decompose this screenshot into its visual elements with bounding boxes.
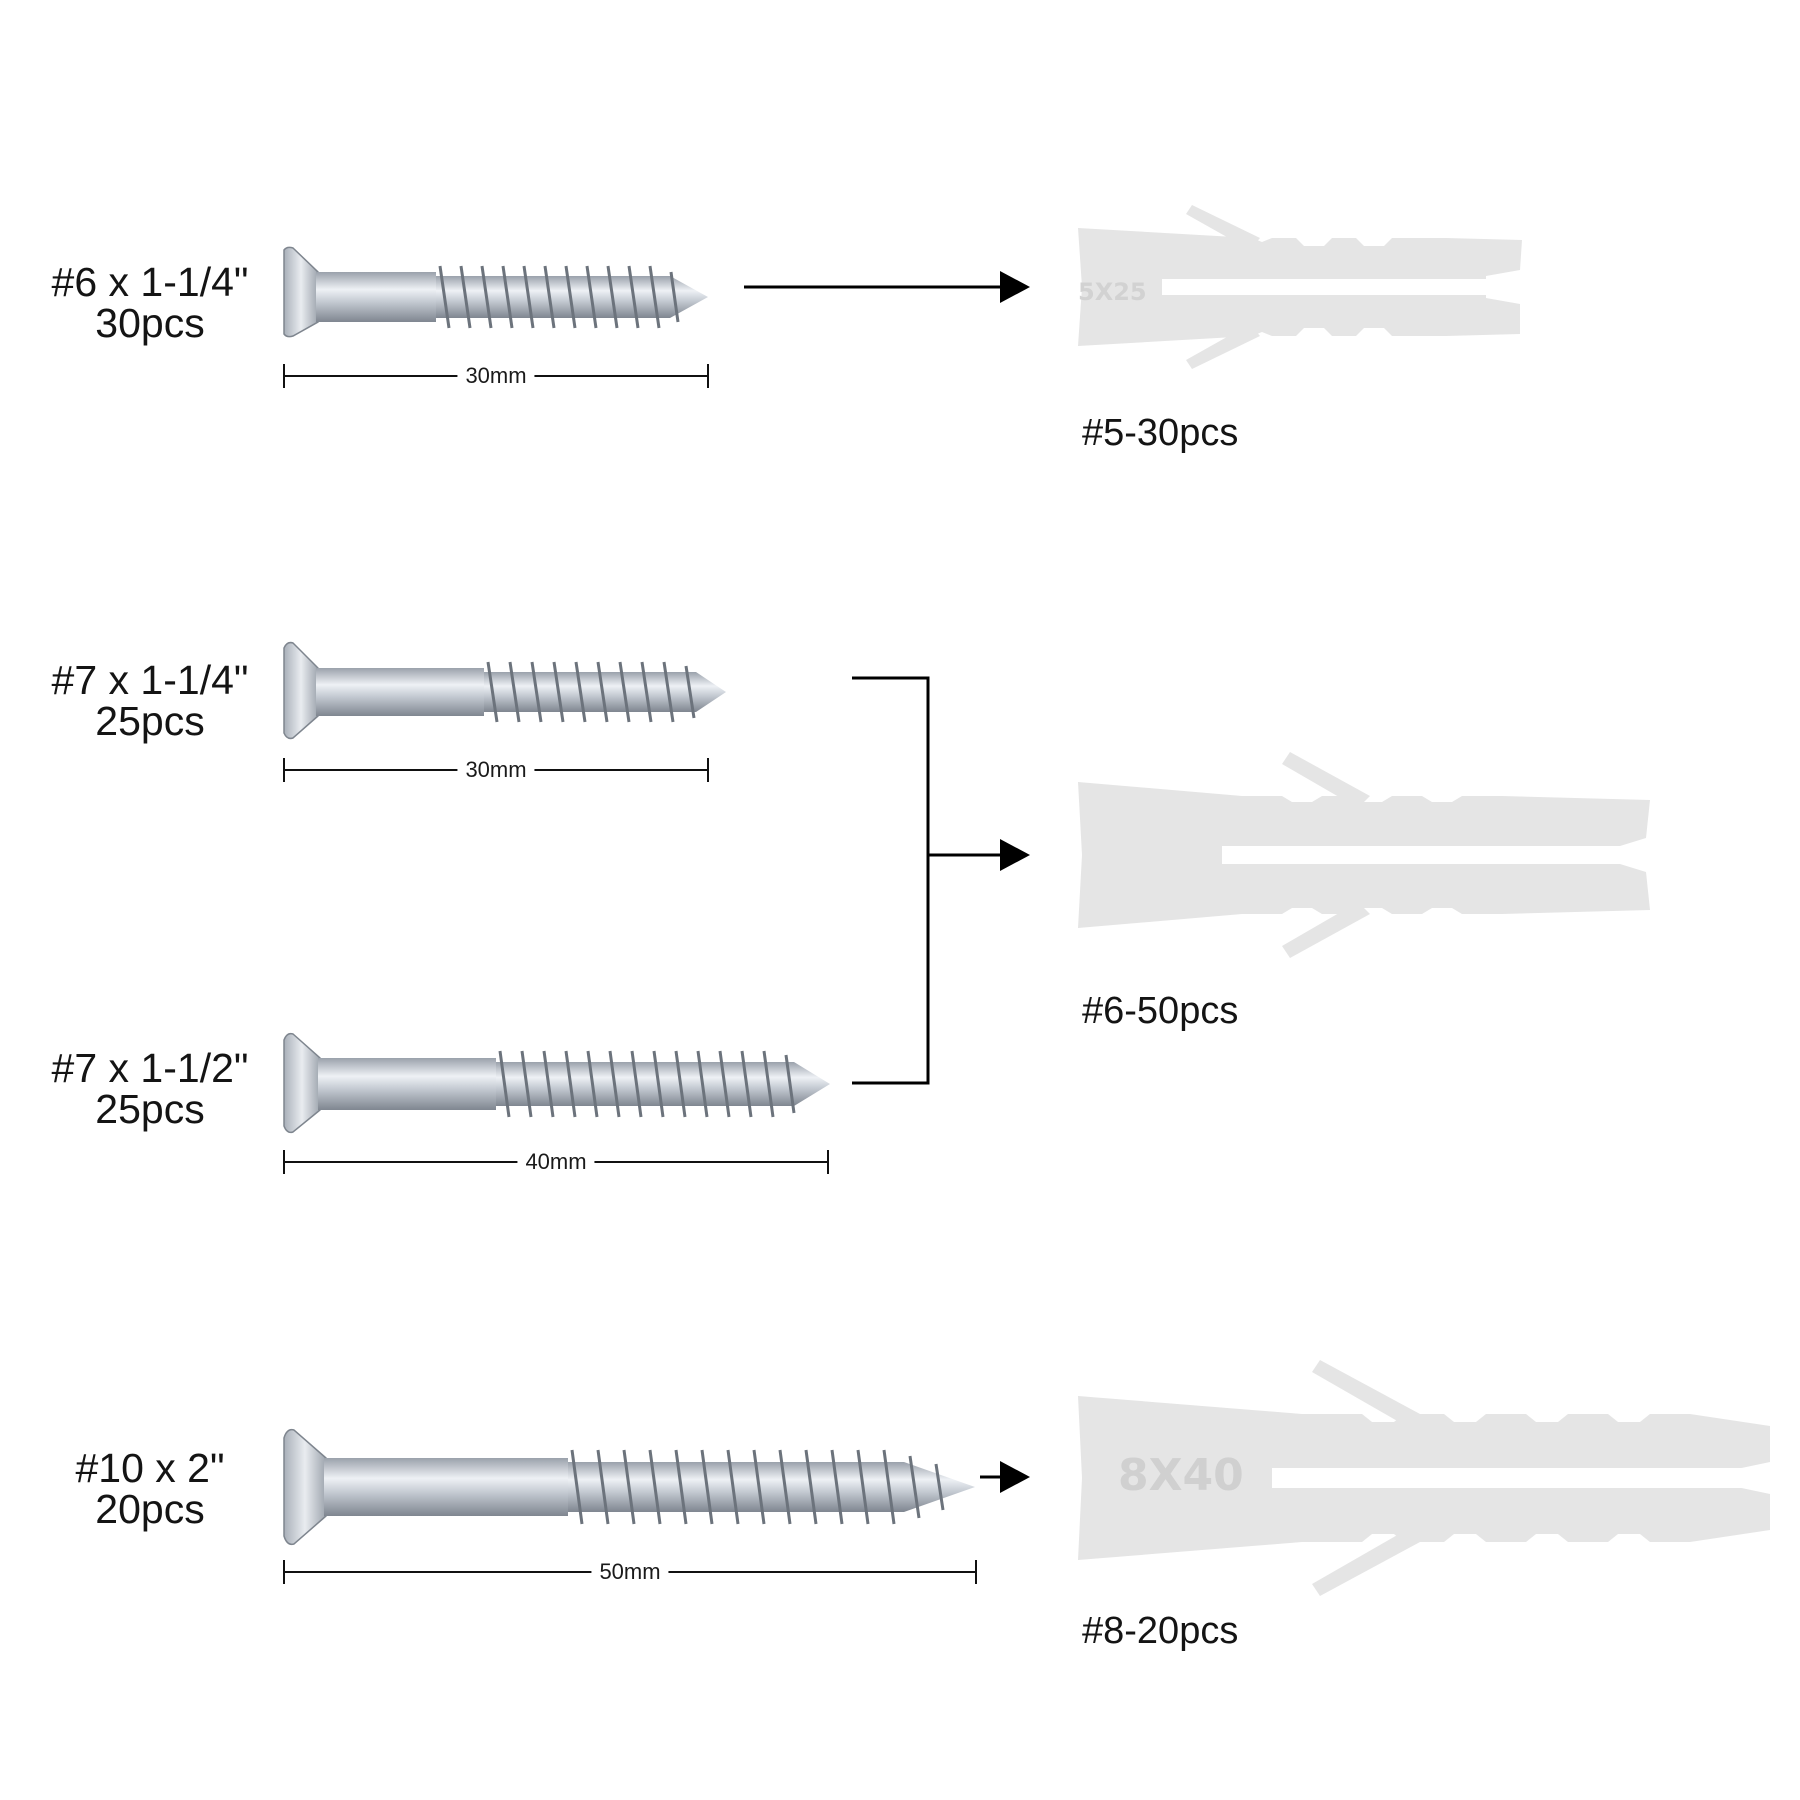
anchor-slot	[1272, 1468, 1758, 1488]
bracket-arrow	[852, 676, 1030, 1085]
arrow-1	[744, 271, 1030, 303]
anchor-mark: 5X25	[1078, 278, 1147, 306]
anchor-fin-top	[1312, 1360, 1420, 1426]
screw-thread-lines	[570, 1449, 945, 1525]
screw-label-1: #6 x 1-1/4" 30pcs	[30, 262, 270, 344]
screw-3	[283, 1032, 830, 1134]
screw-tip	[670, 276, 708, 318]
arrow-4	[980, 1461, 1030, 1493]
screw-size: #7 x 1-1/4"	[51, 657, 249, 703]
screw-thread-lines	[486, 661, 696, 723]
screw-size: #7 x 1-1/2"	[51, 1045, 249, 1091]
screw-shank	[316, 272, 436, 322]
dimension-label-2: 30mm	[457, 759, 535, 781]
screw-label-4: #10 x 2" 20pcs	[30, 1448, 270, 1530]
anchor-fin-top	[1186, 205, 1260, 250]
anchor-1: 5X25	[1078, 205, 1522, 369]
screw-tip	[696, 672, 726, 712]
anchor-2	[1078, 752, 1650, 958]
screw-label-3: #7 x 1-1/2" 25pcs	[30, 1048, 270, 1130]
screw-head	[283, 246, 319, 338]
dimension-label-4: 50mm	[591, 1561, 669, 1583]
screw-shank	[324, 1458, 568, 1516]
screw-shank	[318, 1058, 496, 1110]
screw-thread-lines	[498, 1050, 796, 1118]
anchor-fin-bottom	[1282, 902, 1370, 958]
screw-qty: 25pcs	[95, 698, 205, 744]
screw-2	[283, 641, 726, 740]
screw-head	[283, 641, 319, 740]
dimension-label-3: 40mm	[517, 1151, 595, 1173]
screw-thread-lines	[438, 265, 680, 329]
screw-thread	[484, 672, 696, 712]
anchor-fin-top	[1282, 752, 1370, 808]
screw-label-2: #7 x 1-1/4" 25pcs	[30, 660, 270, 742]
screw-4	[283, 1428, 975, 1546]
anchor-slot	[1222, 846, 1630, 864]
screw-qty: 20pcs	[95, 1486, 205, 1532]
screw-qty: 30pcs	[95, 300, 205, 346]
screw-size: #6 x 1-1/4"	[51, 259, 249, 305]
screw-size: #10 x 2"	[75, 1445, 225, 1491]
screw-shank	[316, 668, 484, 716]
screw-qty: 25pcs	[95, 1086, 205, 1132]
anchor-mark: 8X40	[1118, 1450, 1244, 1501]
screw-tip	[794, 1062, 830, 1106]
anchor-3: 8X40	[1078, 1360, 1770, 1596]
screw-1	[283, 246, 708, 338]
anchor-fin-bottom	[1312, 1530, 1420, 1596]
anchor-label-1: #5-30pcs	[1082, 412, 1239, 454]
screw-head	[283, 1428, 327, 1546]
dimension-label-1: 30mm	[457, 365, 535, 387]
anchor-label-3: #8-20pcs	[1082, 1610, 1239, 1652]
screw-head	[283, 1032, 321, 1134]
anchor-label-2: #6-50pcs	[1082, 990, 1239, 1032]
anchor-slot	[1162, 279, 1492, 295]
anchor-fin-bottom	[1186, 324, 1260, 369]
